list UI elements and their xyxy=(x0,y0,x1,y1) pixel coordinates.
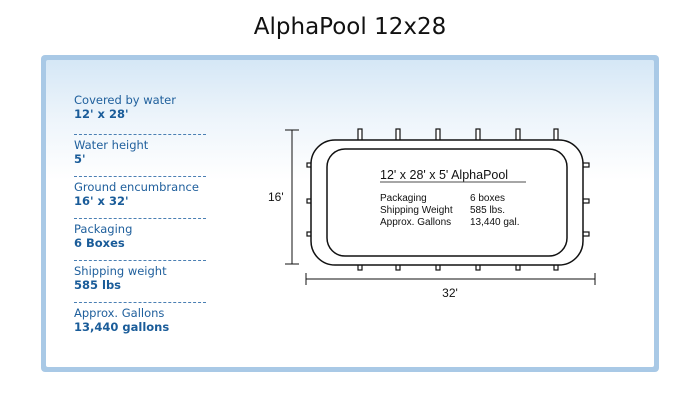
spec-label: Covered by water xyxy=(74,93,176,107)
spec-label: Shipping weight xyxy=(74,264,167,278)
pool-label: 12' x 28' x 5' AlphaPool xyxy=(380,168,508,182)
spec-list: Covered by water 12' x 28' Water height … xyxy=(74,93,206,345)
pool-inner-wall xyxy=(326,148,568,257)
spec-label: Water height xyxy=(74,138,149,152)
pool-diagram: 12' x 28' x 5' AlphaPool Packaging 6 box… xyxy=(268,128,596,300)
spec-packaging: Packaging 6 Boxes xyxy=(74,219,206,261)
spec-covered-by-water: Covered by water 12' x 28' xyxy=(74,93,206,135)
detail-weight-name: Shipping Weight xyxy=(380,205,453,216)
spec-water-height: Water height 5' xyxy=(74,135,206,177)
spec-ground-encumbrance: Ground encumbrance 16' x 32' xyxy=(74,177,206,219)
detail-gallons-value: 13,440 gal. xyxy=(470,217,520,228)
spec-shipping-weight: Shipping weight 585 lbs xyxy=(74,261,206,303)
spec-card: Covered by water 12' x 28' Water height … xyxy=(41,55,659,372)
detail-packaging-name: Packaging xyxy=(380,193,427,204)
detail-weight-value: 585 lbs. xyxy=(470,205,505,216)
detail-gallons-name: Approx. Gallons xyxy=(380,217,451,228)
page-title: AlphaPool 12x28 xyxy=(253,14,447,40)
height-dimension-label: 16' xyxy=(268,190,284,204)
spec-value: 5' xyxy=(74,152,86,166)
spec-value: 6 Boxes xyxy=(74,236,125,250)
spec-value: 585 lbs xyxy=(74,278,122,292)
spec-value: 12' x 28' xyxy=(74,107,129,121)
spec-value: 16' x 32' xyxy=(74,194,129,208)
spec-card-body: Covered by water 12' x 28' Water height … xyxy=(46,60,654,367)
spec-label: Approx. Gallons xyxy=(74,306,165,320)
width-dimension-label: 32' xyxy=(442,286,458,300)
spec-label: Packaging xyxy=(74,222,133,236)
spec-value: 13,440 gallons xyxy=(74,320,170,334)
detail-packaging-value: 6 boxes xyxy=(470,193,505,204)
spec-label: Ground encumbrance xyxy=(74,180,199,194)
spec-approx-gallons: Approx. Gallons 13,440 gallons xyxy=(74,303,206,345)
